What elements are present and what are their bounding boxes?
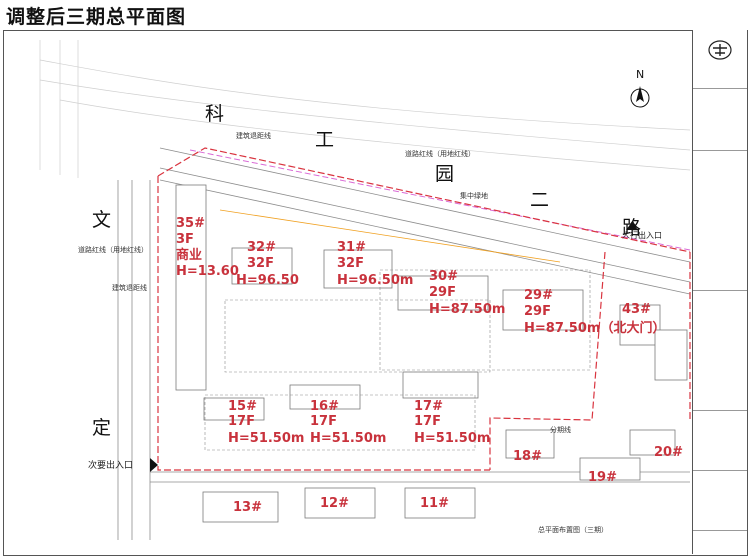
building-16-line-3: H=51.50m [310, 431, 386, 446]
building-30-line-1: 30# [429, 269, 458, 284]
building-15-line-1: 15# [228, 399, 257, 414]
building-18-line-1: 18# [513, 449, 542, 464]
road-char-1: 科 [205, 103, 224, 125]
building-30-line-2: 29F [429, 285, 456, 300]
setback-left-label: 建筑退距线 [112, 283, 147, 292]
entrance-main-label: 人行出入口 [622, 230, 662, 240]
building-13-line-1: 13# [233, 500, 262, 515]
building-17-line-1: 17# [414, 399, 443, 414]
building-29-line-2: 29F [524, 304, 551, 319]
entrance-main: 人行出入口 [622, 222, 662, 240]
building-32-line-2: 32F [247, 256, 274, 271]
page-title: 调整后三期总平面图 [6, 6, 187, 28]
building-31-line-3: H=96.50m [337, 273, 413, 288]
building-11-line-1: 11# [420, 496, 449, 511]
building-17-line-2: 17F [414, 414, 441, 429]
road-char-3: 园 [435, 163, 454, 185]
building-30-line-3: H=87.50m [429, 302, 505, 317]
building-16-line-2: 17F [310, 414, 337, 429]
setback-line-magenta [189, 149, 691, 251]
building-35-line-1: 35# [176, 216, 205, 231]
building-19-line-1: 19# [588, 470, 617, 485]
building-31-line-2: 32F [337, 256, 364, 271]
building-29-line-3: H=87.50m（北大门） [524, 320, 665, 336]
building-31-line-1: 31# [337, 240, 366, 255]
road-char-left-2: 定 [92, 417, 111, 439]
building-32-line-3: H=96.50 [236, 273, 299, 288]
phase-line-label: 分期线 [550, 425, 571, 434]
setback-top-label: 建筑退距线 [236, 131, 271, 140]
internal-plot-outlines [204, 269, 591, 451]
road-char-2: 工 [315, 129, 334, 151]
building-29-line-1: 29# [524, 288, 553, 303]
red-boundary [157, 147, 691, 471]
road-name-top: 科 工 园 二 路 [205, 103, 641, 239]
building-17-line-3: H=51.50m [414, 431, 490, 446]
north-label: N [636, 68, 644, 81]
building-labels: 35# 3F 商业 H=13.60 32# 32F H=96.50 31# 32… [176, 216, 683, 515]
red-line-left-label: 道路红线（用地红线） [78, 245, 148, 254]
company-logo [708, 40, 732, 60]
building-35-line-4: H=13.60 [176, 264, 239, 279]
orange-path [219, 209, 561, 263]
building-12-line-1: 12# [320, 496, 349, 511]
building-35-line-3: 商业 [176, 247, 202, 263]
building-43-line-1: 43# [622, 302, 651, 317]
layout-caption: 总平面布置图（三期） [538, 525, 608, 534]
north-arrow: N [630, 68, 650, 108]
building-15-line-2: 17F [228, 414, 255, 429]
building-32-line-1: 32# [247, 240, 276, 255]
red-line-top-label: 道路红线（用地红线） [405, 149, 475, 158]
entrance-secondary: 次要出入口 [88, 458, 158, 472]
building-35-line-2: 3F [176, 232, 194, 247]
building-footprints [175, 184, 688, 523]
terrain-lines [39, 40, 691, 178]
building-20-line-1: 20# [654, 445, 683, 460]
building-16-line-1: 16# [310, 399, 339, 414]
road-char-left-1: 文 [92, 209, 111, 231]
entrance-secondary-label: 次要出入口 [88, 459, 133, 471]
building-15-line-3: H=51.50m [228, 431, 304, 446]
title-block [692, 30, 747, 554]
road-name-left: 文 定 [92, 209, 111, 439]
green-belt-label: 集中绿地 [460, 191, 488, 200]
road-char-4: 二 [530, 189, 549, 211]
line-labels: 建筑退距线 道路红线（用地红线） 集中绿地 道路红线（用地红线） 建筑退距线 分… [78, 131, 608, 534]
